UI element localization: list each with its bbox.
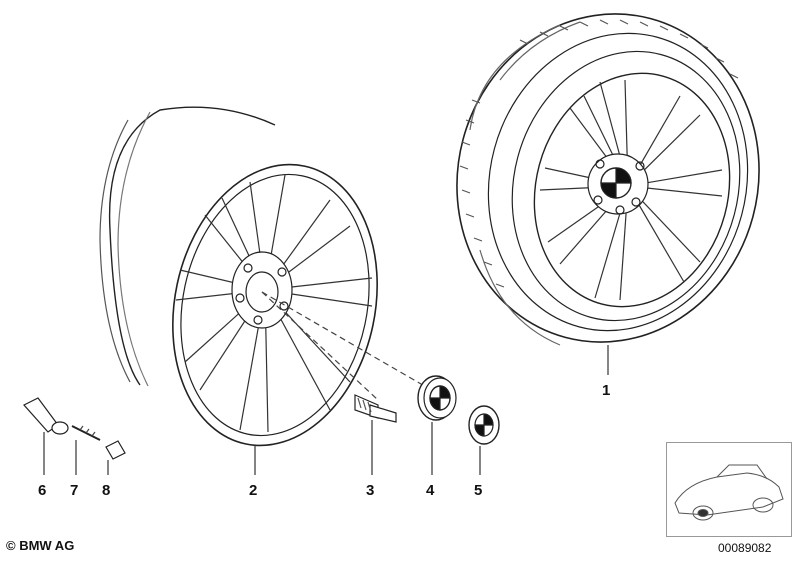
label-part-8: 8 [102, 482, 111, 499]
label-part-7: 7 [70, 482, 79, 499]
wheel-bolt-drawing [354, 394, 397, 423]
copyright-notice: © BMW AG [6, 538, 75, 553]
alignment-line [261, 291, 441, 396]
valve-cap-drawing [105, 440, 126, 460]
vehicle-thumbnail [666, 442, 792, 537]
label-part-5: 5 [474, 482, 483, 499]
hub-cap-drawing [417, 375, 457, 421]
rim-drawing [99, 106, 378, 447]
car-silhouette-icon [674, 464, 784, 521]
label-part-4: 4 [426, 482, 435, 499]
emblem-drawing [468, 405, 500, 445]
document-number: 00089082 [718, 541, 772, 555]
complete-wheel-drawing [456, 13, 760, 346]
alignment-line [261, 291, 379, 401]
valve-core-drawing [71, 425, 101, 441]
label-part-2: 2 [249, 482, 258, 499]
valve-drawing [23, 397, 69, 435]
label-part-1: 1 [602, 382, 611, 399]
label-part-3: 3 [366, 482, 375, 499]
label-part-6: 6 [38, 482, 47, 499]
